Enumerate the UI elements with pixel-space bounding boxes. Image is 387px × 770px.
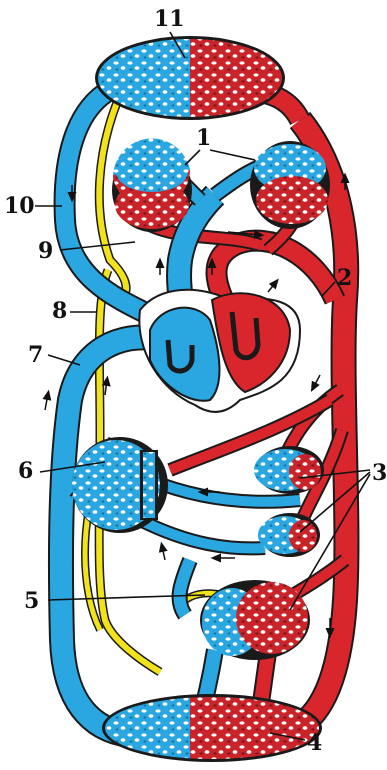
lower-body-capillary-bed (102, 694, 322, 762)
head-capillary-bed (95, 36, 285, 120)
label-6: 6 (18, 458, 33, 484)
heart (139, 290, 300, 412)
label-2: 2 (337, 265, 352, 291)
label-4: 4 (307, 730, 322, 756)
label-10: 10 (4, 193, 35, 219)
label-9: 9 (38, 238, 53, 264)
stomach-capillary-bed (254, 446, 324, 494)
label-8: 8 (52, 298, 67, 324)
left-lung-capillary-bed (112, 138, 192, 232)
label-11: 11 (154, 6, 185, 32)
spleen-capillary-bed (258, 513, 320, 557)
label-7: 7 (28, 342, 43, 368)
label-5: 5 (24, 588, 39, 614)
label-1: 1 (196, 125, 211, 151)
label-3: 3 (372, 460, 387, 486)
intestine-capillary-bed (200, 580, 310, 660)
right-lung-capillary-bed (250, 141, 330, 229)
liver-capillary-bed (72, 437, 168, 533)
